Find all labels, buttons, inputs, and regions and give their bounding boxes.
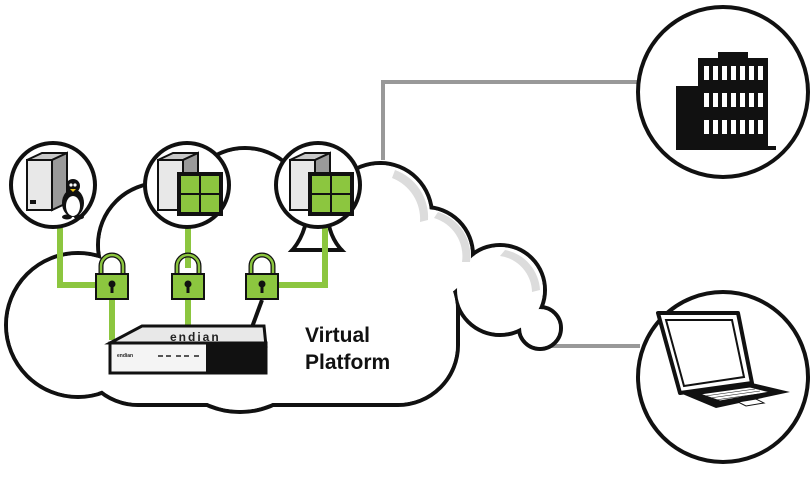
office-endpoint — [636, 5, 810, 179]
laptop-endpoint — [636, 290, 810, 464]
tux-icon — [62, 179, 84, 220]
padlock-icon — [95, 252, 129, 300]
appliance-brand-top: endian — [170, 330, 221, 344]
connector-office — [381, 80, 640, 160]
server-windows-1 — [143, 141, 231, 229]
laptop-icon — [656, 311, 790, 408]
server-linux — [9, 141, 97, 229]
windows-logo-icon — [308, 172, 354, 216]
cloud-label-line2: Platform — [305, 351, 390, 374]
padlock-icon — [245, 252, 279, 300]
server-windows-2 — [274, 141, 362, 229]
server-tower-icon — [26, 151, 68, 212]
endian-appliance: endian endian — [104, 324, 268, 375]
cloud-label-line1: Virtual — [305, 324, 370, 347]
connector-lines — [381, 80, 640, 348]
padlock-icon — [171, 252, 205, 300]
windows-logo-icon — [177, 172, 223, 216]
appliance-brand-front: endian — [117, 353, 133, 359]
building-icon — [676, 52, 776, 150]
